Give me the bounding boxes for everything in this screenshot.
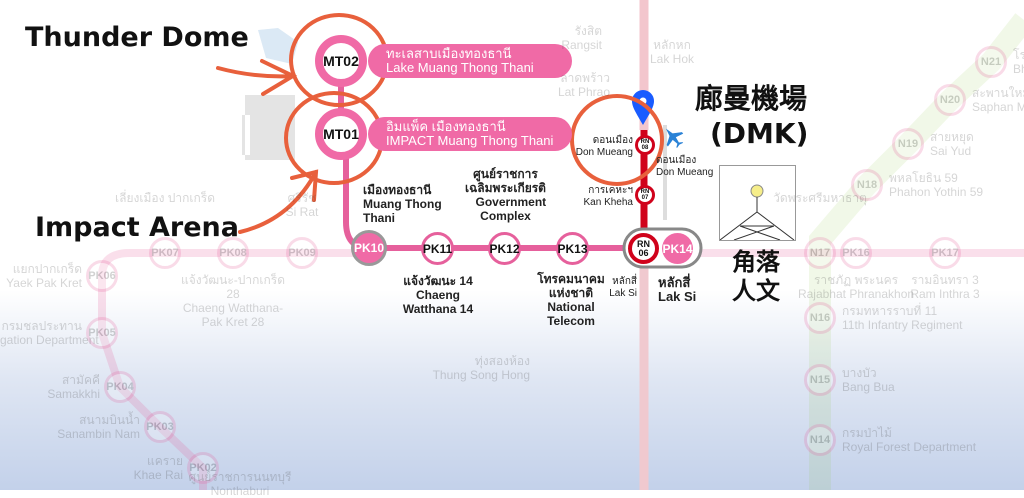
dmk-code-label: (DMK) <box>710 117 809 150</box>
station-pk11[interactable]: PK11 <box>421 232 454 265</box>
station-pk17[interactable]: PK17 <box>929 237 961 269</box>
thunder-dome-annotation: Thunder Dome <box>25 22 249 53</box>
station-pk10[interactable]: PK10 <box>351 230 387 266</box>
airplane-icon <box>665 128 684 148</box>
rn06-code: RN06 <box>637 238 650 258</box>
pk12-label: ศูนย์ราชการ เฉลิมพระเกียรติGovernment Co… <box>465 167 547 223</box>
faded-station-label: โรงพยาบาลภูมิพลอดุลยเดชBhumibol Adulyade… <box>1013 48 1024 76</box>
faded-station-label: สามัคคีSamakkhi <box>47 373 100 401</box>
station-n18[interactable]: N18 <box>851 169 883 201</box>
mt01-thai-name: อิมแพ็ค เมืองทองธานี <box>386 119 506 134</box>
station-n16[interactable]: N16 <box>804 302 836 334</box>
station-pk06[interactable]: PK06 <box>86 260 118 292</box>
mt02-thai-name: ทะเลสาบเมืองทองธานี <box>386 46 512 61</box>
mt02-english-name: Lake Muang Thong Thani <box>386 60 534 75</box>
station-pk16[interactable]: PK16 <box>840 237 872 269</box>
arena-building-shape <box>242 95 295 160</box>
mt02-station-label: ทะเลสาบเมืองทองธานี Lake Muang Thong Tha… <box>368 44 572 78</box>
location-pin-icon <box>632 90 654 125</box>
faded-station-label: วัดพระศรีมหาธาตุ <box>773 191 867 205</box>
logo <box>719 165 796 241</box>
faded-station-label: ศูนย์ราชการนนทบุรีNonthaburi <box>188 470 292 498</box>
station-n14[interactable]: N14 <box>804 424 836 456</box>
rn06-label: หลักสี่Lak Si <box>609 276 637 299</box>
rn08-code: RN08 <box>640 139 650 151</box>
station-pk07[interactable]: PK07 <box>149 237 181 269</box>
station-pk08[interactable]: PK08 <box>217 237 249 269</box>
arrow-to-thunder-dome-icon <box>216 59 298 96</box>
station-rn08[interactable]: RN08 <box>635 135 655 155</box>
station-n21[interactable]: N21 <box>975 46 1007 78</box>
station-n17[interactable]: N17 <box>804 237 836 269</box>
station-n15[interactable]: N15 <box>804 364 836 396</box>
faded-station-label: เลี่ยงเมือง ปากเกร็ด <box>115 191 215 205</box>
station-mt02[interactable]: MT02 <box>315 35 367 87</box>
station-pk04[interactable]: PK04 <box>104 371 136 403</box>
pk10-label: เมืองทองธานีMuang Thong Thani <box>363 183 442 225</box>
faded-station-label: กรมป่าไม้Royal Forest Department <box>842 426 977 454</box>
station-pk12[interactable]: PK12 <box>488 232 521 265</box>
station-pk09[interactable]: PK09 <box>286 237 318 269</box>
faded-station-label: สะพานใหม่Saphan Mai <box>972 86 1024 114</box>
station-pk02[interactable]: PK02 <box>187 452 219 484</box>
station-pk14[interactable]: PK14 <box>662 233 693 264</box>
dmk-chinese-label: 廊曼機場 <box>695 82 808 115</box>
logo-text: 角落人文 <box>732 248 780 305</box>
lake-shape <box>258 28 298 64</box>
station-pk03[interactable]: PK03 <box>144 411 176 443</box>
station-rn07[interactable]: RN07 <box>635 185 655 205</box>
station-pk05[interactable]: PK05 <box>86 317 118 349</box>
pk14-label: หลักสี่Lak Si <box>658 275 697 304</box>
highlight-circle-don-mueang <box>570 94 664 186</box>
station-n20[interactable]: N20 <box>934 84 966 116</box>
logo-figure-icon <box>719 184 795 241</box>
mt01-english-name: IMPACT Muang Thong Thani <box>386 133 554 148</box>
station-mt01[interactable]: MT01 <box>315 108 367 160</box>
station-n19[interactable]: N19 <box>892 128 924 160</box>
rn07-code: RN07 <box>640 189 650 201</box>
impact-arena-annotation: Impact Arena <box>35 212 240 243</box>
mt01-station-label: อิมแพ็ค เมืองทองธานี IMPACT Muang Thong … <box>368 117 572 151</box>
faded-station-label: กรมชลประทานRoyal Irrigation Department <box>0 319 99 347</box>
pk13-label: โทรคมนาคม แห่งชาติNational Telecom <box>537 272 605 328</box>
station-rn06[interactable]: RN06 <box>628 233 659 264</box>
arrow-to-impact-arena-icon <box>238 169 319 234</box>
station-pk13[interactable]: PK13 <box>556 232 589 265</box>
